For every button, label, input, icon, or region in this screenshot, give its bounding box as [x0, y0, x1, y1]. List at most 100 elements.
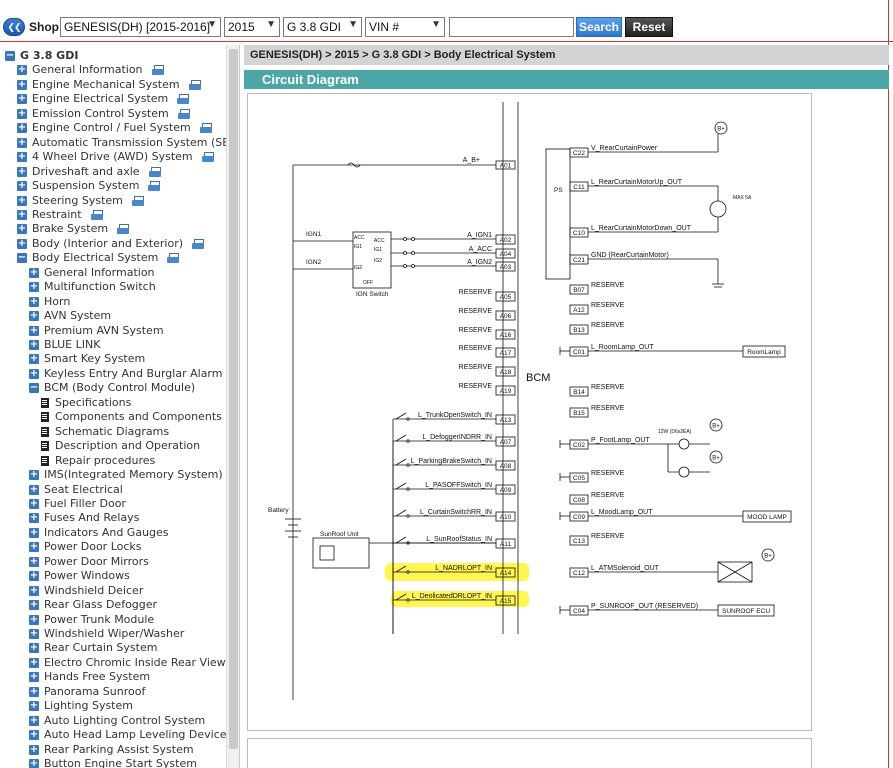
- printer-icon[interactable]: [201, 152, 214, 163]
- expand-icon[interactable]: +: [29, 671, 39, 683]
- expand-icon[interactable]: +: [29, 599, 39, 611]
- collapse-icon[interactable]: −: [17, 252, 27, 264]
- expand-icon[interactable]: +: [17, 165, 27, 177]
- expand-icon[interactable]: +: [29, 729, 39, 741]
- printer-icon[interactable]: [192, 238, 205, 249]
- tree-item[interactable]: +Rear Glass Defogger: [29, 598, 157, 612]
- tree-item[interactable]: +Driveshaft and axle: [17, 165, 161, 179]
- engine-select[interactable]: G 3.8 GDI▼: [283, 17, 362, 37]
- tree-item[interactable]: +Fuel Filler Door: [29, 497, 126, 511]
- expand-icon[interactable]: +: [29, 714, 39, 726]
- tree-item[interactable]: +Button Engine Start System: [29, 757, 197, 768]
- expand-icon[interactable]: +: [29, 483, 39, 495]
- expand-icon[interactable]: +: [29, 526, 39, 538]
- tree-item[interactable]: +Auto Head Lamp Leveling Device: [29, 728, 227, 742]
- double-chevron-left-icon[interactable]: ❮❮: [3, 18, 25, 36]
- tree-item[interactable]: +General Information: [29, 266, 155, 280]
- tree-leaf[interactable]: Description and Operation: [41, 439, 200, 453]
- tree-item[interactable]: +Power Door Locks: [29, 540, 142, 554]
- collapse-icon[interactable]: −: [5, 50, 15, 61]
- reset-button[interactable]: Reset: [625, 17, 673, 37]
- tree-item[interactable]: +Electro Chromic Inside Rear View Mirror: [29, 656, 239, 670]
- search-button[interactable]: Search: [576, 17, 622, 37]
- expand-icon[interactable]: +: [17, 223, 27, 235]
- tree-item[interactable]: +Suspension System: [17, 179, 161, 193]
- printer-icon[interactable]: [199, 123, 212, 134]
- expand-icon[interactable]: +: [29, 613, 39, 625]
- expand-icon[interactable]: +: [29, 758, 39, 768]
- expand-icon[interactable]: +: [29, 555, 39, 567]
- expand-icon[interactable]: +: [29, 700, 39, 712]
- year-select[interactable]: 2015▼: [224, 17, 280, 37]
- tree-item[interactable]: −Body Electrical System: [17, 251, 180, 265]
- printer-icon[interactable]: [177, 108, 190, 119]
- tree-item[interactable]: +BLUE LINK: [29, 338, 100, 352]
- expand-icon[interactable]: +: [29, 656, 39, 668]
- expand-icon[interactable]: +: [29, 497, 39, 509]
- expand-icon[interactable]: +: [29, 266, 39, 278]
- tree-item[interactable]: +Seat Electrical: [29, 483, 123, 497]
- tree-item[interactable]: +Fuses And Relays: [29, 511, 139, 525]
- expand-icon[interactable]: +: [29, 281, 39, 293]
- expand-icon[interactable]: +: [29, 584, 39, 596]
- tree-item[interactable]: +Indicators And Gauges: [29, 526, 169, 540]
- tree-item[interactable]: +Power Windows: [29, 569, 130, 583]
- expand-icon[interactable]: +: [17, 151, 27, 163]
- scrollbar-thumb[interactable]: [229, 49, 238, 749]
- tree-item[interactable]: +Engine Control / Fuel System: [17, 121, 212, 135]
- tree-leaf[interactable]: Components and Components Location: [41, 410, 239, 424]
- printer-icon[interactable]: [117, 224, 130, 235]
- tree-item[interactable]: +General Information: [17, 63, 164, 77]
- vin-select[interactable]: VIN #▼: [365, 17, 445, 37]
- expand-icon[interactable]: +: [17, 64, 27, 76]
- expand-icon[interactable]: +: [29, 685, 39, 697]
- tree-item[interactable]: +Premium AVN System: [29, 324, 164, 338]
- tree-item[interactable]: +Brake System: [17, 222, 130, 236]
- expand-icon[interactable]: +: [29, 743, 39, 755]
- tree-item[interactable]: +Automatic Transmission System (SBC): [17, 136, 239, 150]
- expand-icon[interactable]: +: [29, 324, 39, 336]
- expand-icon[interactable]: +: [17, 136, 27, 148]
- tree-item[interactable]: +Auto Lighting Control System: [29, 714, 205, 728]
- tree-item[interactable]: +Horn: [29, 295, 70, 309]
- printer-icon[interactable]: [151, 65, 164, 76]
- expand-icon[interactable]: +: [17, 93, 27, 105]
- sidebar-scrollbar[interactable]: [226, 45, 239, 768]
- tree-item[interactable]: +Power Trunk Module: [29, 613, 154, 627]
- expand-icon[interactable]: +: [17, 107, 27, 119]
- printer-icon[interactable]: [167, 253, 180, 264]
- expand-icon[interactable]: +: [29, 570, 39, 582]
- printer-icon[interactable]: [131, 195, 144, 206]
- tree-root[interactable]: −G 3.8 GDI: [5, 49, 78, 63]
- tree-item[interactable]: +Steering System: [17, 194, 144, 208]
- tree-leaf[interactable]: Schematic Diagrams: [41, 425, 169, 439]
- tree-item[interactable]: +IMS(Integrated Memory System): [29, 468, 223, 482]
- printer-icon[interactable]: [90, 209, 103, 220]
- printer-icon[interactable]: [177, 94, 190, 105]
- tree-item[interactable]: +Restraint: [17, 208, 103, 222]
- printer-icon[interactable]: [148, 181, 161, 192]
- tree-item[interactable]: +Smart Key System: [29, 352, 145, 366]
- tree-item[interactable]: +Panorama Sunroof: [29, 685, 145, 699]
- tree-item[interactable]: −BCM (Body Control Module): [29, 381, 195, 395]
- printer-icon[interactable]: [148, 166, 161, 177]
- model-select[interactable]: GENESIS(DH) [2015-2016]▼: [60, 17, 221, 37]
- tree-item[interactable]: +4 Wheel Drive (AWD) System: [17, 150, 214, 164]
- expand-icon[interactable]: +: [29, 469, 39, 481]
- collapse-icon[interactable]: −: [29, 382, 39, 394]
- tree-item[interactable]: +Rear Parking Assist System: [29, 743, 194, 757]
- printer-icon[interactable]: [188, 79, 201, 90]
- tree-item[interactable]: +Keyless Entry And Burglar Alarm: [29, 367, 222, 381]
- tree-leaf[interactable]: Specifications: [41, 396, 131, 410]
- expand-icon[interactable]: +: [17, 180, 27, 192]
- tree-item[interactable]: +Body (Interior and Exterior): [17, 237, 205, 251]
- expand-icon[interactable]: +: [29, 628, 39, 639]
- expand-icon[interactable]: +: [29, 367, 39, 379]
- expand-icon[interactable]: +: [29, 353, 39, 365]
- expand-icon[interactable]: +: [17, 194, 27, 206]
- expand-icon[interactable]: +: [29, 541, 39, 553]
- expand-icon[interactable]: +: [17, 122, 27, 134]
- expand-icon[interactable]: +: [29, 339, 39, 350]
- tree-item[interactable]: +Lighting System: [29, 699, 133, 713]
- expand-icon[interactable]: +: [29, 295, 39, 307]
